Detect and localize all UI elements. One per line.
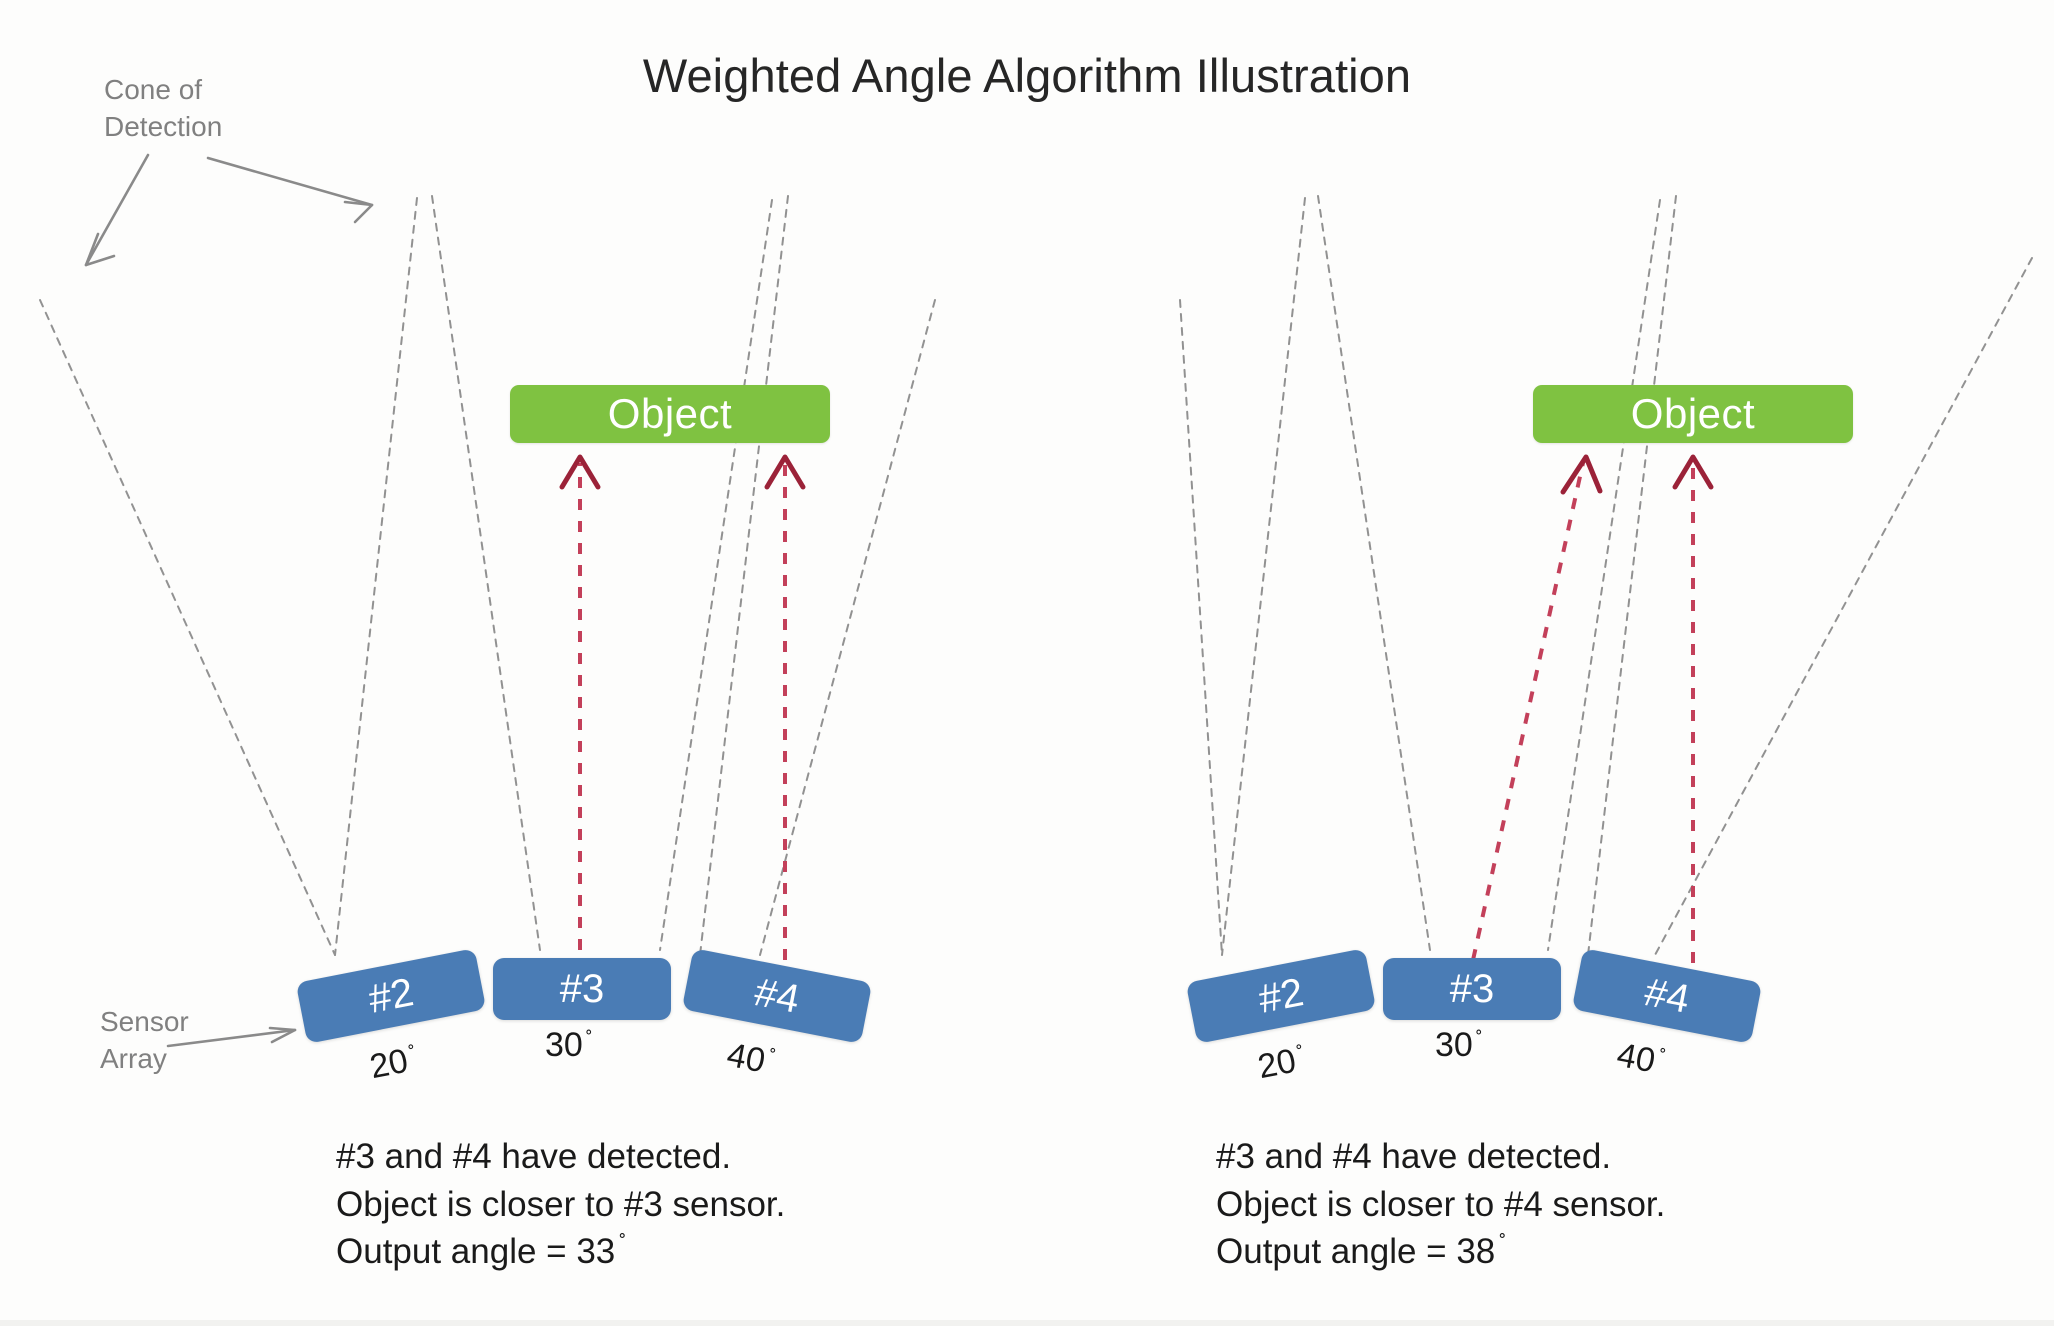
- sensor-left-3[interactable]: #3: [493, 958, 671, 1020]
- caption-right-line3: Output angle = 38˚: [1216, 1228, 1665, 1276]
- sensor-array-label-line1: Sensor: [100, 1006, 189, 1037]
- sensor-array-label-line2: Array: [100, 1042, 167, 1074]
- sensor-array-label: Sensor Array: [100, 1004, 189, 1078]
- sensor-angle-right-2: 20˚: [1255, 1040, 1309, 1087]
- cone-line-left-s2-inner: [334, 197, 418, 956]
- sensor-right-4[interactable]: #4: [1571, 948, 1763, 1044]
- caption-left-line2: Object is closer to #3 sensor.: [336, 1184, 786, 1224]
- sensor-left-2[interactable]: #2: [295, 948, 487, 1044]
- scenario-caption-left: #3 and #4 have detected. Object is close…: [336, 1133, 785, 1276]
- degree-symbol-icon: ˚: [585, 1029, 593, 1052]
- cone-of-detection-label-line2: Detection: [104, 110, 223, 142]
- detection-arrowhead-right-s4: [1672, 454, 1714, 490]
- cone-annotation-arrow-right: [206, 156, 374, 207]
- sensor-angle-left-4: 40˚: [724, 1036, 778, 1083]
- detection-arrowhead-left-s3: [559, 454, 601, 490]
- sensor-left-4[interactable]: #4: [681, 948, 873, 1044]
- caption-left-output-prefix: Output angle =: [336, 1232, 577, 1272]
- scenario-caption-right: #3 and #4 have detected. Object is close…: [1216, 1133, 1665, 1276]
- sensor-angle-right-3: 30˚: [1435, 1026, 1483, 1065]
- cone-line-left-s3-outer: [431, 195, 541, 951]
- cone-annotation-arrow-left: [84, 153, 150, 267]
- page-title: Weighted Angle Algorithm Illustration: [642, 49, 1412, 102]
- caption-left-line1: #3 and #4 have detected.: [336, 1137, 732, 1176]
- sensor-right-3[interactable]: #3: [1383, 958, 1561, 1020]
- sensor-angle-left-2: 20˚: [367, 1040, 421, 1087]
- caption-left-line3: Output angle = 33˚: [336, 1228, 785, 1276]
- sensor-right-2[interactable]: #2: [1185, 948, 1377, 1044]
- degree-symbol-icon: ˚: [619, 1232, 627, 1256]
- sensor-angle-right-4-value: 40: [1613, 1035, 1659, 1081]
- cone-line-left-s4-inner: [699, 195, 789, 956]
- object-box-left: Object: [510, 385, 830, 443]
- cone-line-right-s3-outer: [1317, 195, 1431, 951]
- cone-line-right-s4-outer: [1654, 257, 2033, 956]
- degree-symbol-icon: ˚: [1499, 1232, 1507, 1256]
- sensor-annotation-arrowhead: [268, 1026, 297, 1044]
- caption-right-output-value: 38: [1456, 1232, 1496, 1272]
- sensor-angle-right-3-value: 30: [1435, 1026, 1473, 1064]
- cone-line-right-s4-inner: [1587, 195, 1677, 956]
- caption-right-line1: #3 and #4 have detected.: [1216, 1137, 1612, 1176]
- sensor-angle-right-4: 40˚: [1614, 1036, 1668, 1083]
- cone-line-right-s2-inner: [1221, 197, 1306, 956]
- cone-line-right-s3-inner: [1547, 199, 1661, 951]
- cone-line-left-s3-inner: [659, 199, 773, 951]
- cone-annotation-arrowhead-right: [343, 200, 374, 224]
- caption-left-output-value: 33: [576, 1232, 616, 1272]
- sensor-angle-left-3: 30˚: [545, 1026, 593, 1065]
- sensor-angle-left-3-value: 30: [545, 1026, 583, 1064]
- cone-line-left-s2-outer: [39, 299, 336, 956]
- degree-symbol-icon: ˚: [1475, 1029, 1483, 1052]
- cone-line-right-s2-outer: [1179, 299, 1223, 956]
- caption-right-line2: Object is closer to #4 sensor.: [1216, 1184, 1666, 1224]
- cone-annotation-arrowhead-left: [84, 232, 116, 267]
- detection-arrow-right-s3-shaft: [1471, 462, 1585, 961]
- cone-of-detection-label-line1: Cone of: [104, 74, 203, 105]
- caption-right-output-prefix: Output angle =: [1216, 1232, 1457, 1272]
- sensor-angle-left-4-value: 40: [723, 1035, 769, 1081]
- detection-arrowhead-right-s3: [1560, 454, 1603, 495]
- object-box-right: Object: [1533, 385, 1853, 443]
- detection-arrowhead-left-s4: [764, 454, 806, 490]
- cone-of-detection-label: Cone of Detection: [104, 72, 222, 146]
